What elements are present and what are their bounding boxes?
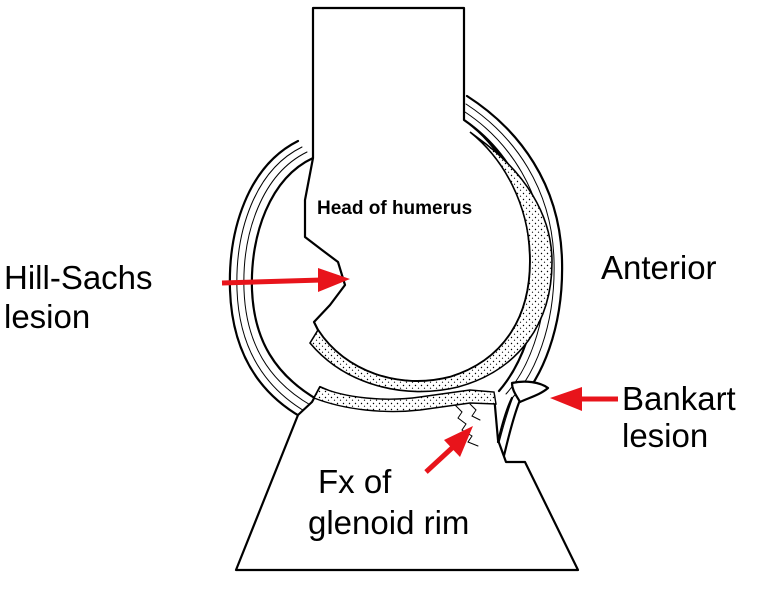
bankart-label-line1: Bankart — [622, 380, 736, 417]
glenoid-fracture-arrow — [424, 426, 473, 474]
annotation-arrows — [221, 268, 618, 474]
fx-label-line1: Fx of — [318, 463, 392, 500]
anterior-label: Anterior — [601, 249, 717, 286]
bankart-arrow — [550, 387, 618, 411]
labels: Head of humerus Hill-Sachs lesion Anteri… — [4, 198, 736, 541]
bankart-label-line2: lesion — [622, 417, 708, 454]
hill-sachs-arrow — [221, 268, 350, 292]
hill-sachs-label-line1: Hill-Sachs — [4, 259, 153, 296]
fx-label-line2: glenoid rim — [308, 504, 469, 541]
humerus — [303, 6, 553, 393]
head-of-humerus-label: Head of humerus — [317, 198, 472, 219]
glenoid-scapula — [234, 380, 580, 572]
hill-sachs-label-line2: lesion — [4, 298, 90, 335]
joint-capsule — [228, 94, 564, 472]
